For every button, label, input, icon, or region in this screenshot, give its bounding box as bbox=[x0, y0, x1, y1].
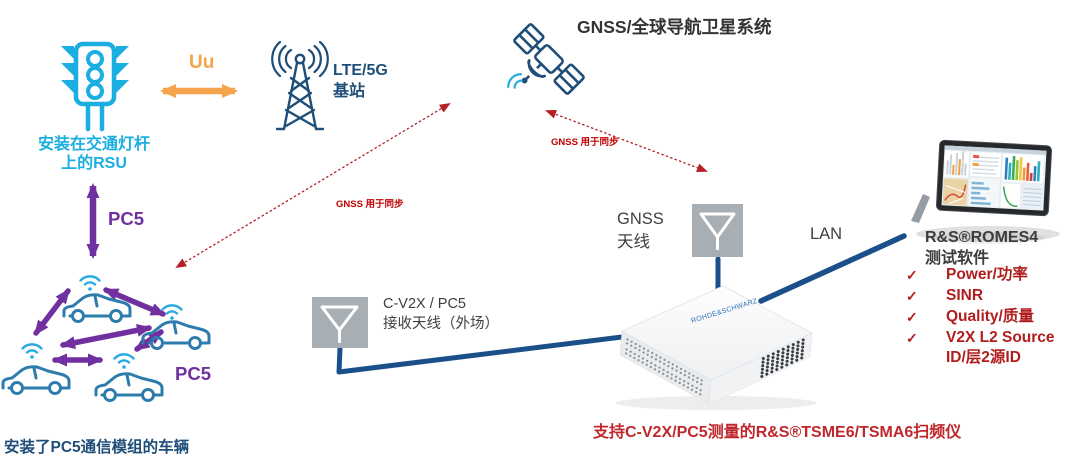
gnss-sync-label-right: GNSS 用于同步 bbox=[551, 137, 619, 148]
traffic-light-icon bbox=[61, 41, 129, 132]
lan-link-label: LAN bbox=[810, 225, 843, 243]
cv2x-antenna-icon bbox=[312, 297, 368, 348]
tablet-stand bbox=[911, 194, 930, 223]
car-icon bbox=[1, 365, 71, 395]
base-station-icon bbox=[271, 40, 329, 131]
feature-label: V2X L2 Source ID/层2源ID bbox=[946, 329, 1055, 366]
gnss-sync-link-right bbox=[545, 109, 708, 173]
rsu-label-line1: 安装在交通灯杆 bbox=[37, 136, 150, 153]
feature-label: Quality/质量 bbox=[946, 308, 1034, 325]
check-icon: ✓ bbox=[906, 267, 918, 283]
car-icon bbox=[94, 372, 164, 402]
gnss-antenna-label: GNSS 天线 bbox=[617, 208, 687, 254]
romes-title: R&S®ROMES4 测试软件 bbox=[925, 227, 1065, 269]
feature-row-v2x-id: ✓ V2X L2 Source ID/层2源ID bbox=[903, 328, 1059, 368]
feature-label: Power/功率 bbox=[946, 266, 1028, 283]
feature-row-sinr: ✓ SINR bbox=[903, 286, 1059, 306]
satellite-signal-waves bbox=[507, 73, 523, 89]
cv2x-antenna-label: C-V2X / PC5 接收天线（外场） bbox=[383, 294, 513, 334]
cv2x-antenna-label-line1: C-V2X / PC5 bbox=[383, 296, 466, 312]
gnss-sync-link-left bbox=[175, 102, 451, 269]
gnss-antenna-icon bbox=[692, 204, 743, 257]
romes-feature-list: ✓ Power/功率 ✓ SINR ✓ Quality/质量 ✓ V2X L2 … bbox=[903, 265, 1059, 369]
pc5-mesh-label: PC5 bbox=[175, 363, 211, 384]
rsu-label-line2: 上的RSU bbox=[61, 155, 127, 172]
gnss-sync-label-left: GNSS 用于同步 bbox=[336, 199, 404, 210]
tablet-bar-chart bbox=[1004, 155, 1041, 182]
feature-label: SINR bbox=[946, 287, 984, 304]
wifi-icon bbox=[79, 275, 101, 292]
wifi-icon bbox=[21, 343, 43, 360]
scanner-caption: 支持C-V2X/PC5测量的R&S®TSME6/TSMA6扫频仪 bbox=[593, 424, 962, 441]
check-icon: ✓ bbox=[906, 288, 918, 304]
pc5-rsu-link-label: PC5 bbox=[108, 208, 144, 229]
uu-link-label: Uu bbox=[189, 52, 215, 73]
rsu-label: 安装在交通灯杆 上的RSU bbox=[10, 135, 178, 173]
vehicle-mesh-caption: 安装了PC5通信模组的车辆 bbox=[4, 439, 190, 456]
base-station-label-line1: LTE/5G bbox=[333, 62, 388, 79]
feature-row-power: ✓ Power/功率 bbox=[903, 265, 1059, 285]
lan-cable bbox=[758, 233, 907, 304]
romes-title-line2: 测试软件 bbox=[925, 250, 990, 267]
gnss-antenna-label-line2: 天线 bbox=[617, 233, 650, 251]
wifi-icon bbox=[113, 353, 135, 370]
check-icon: ✓ bbox=[906, 309, 918, 325]
gnss-antenna-label-line1: GNSS bbox=[617, 210, 664, 228]
scanner-device: ROHDE&SCHWARZ bbox=[616, 285, 816, 410]
cv2x-antenna-cable bbox=[336, 333, 633, 375]
satellite-icon bbox=[507, 23, 585, 95]
base-station-label: LTE/5G 基站 bbox=[333, 60, 413, 102]
vehicle-mesh-arrows bbox=[33, 287, 166, 367]
feature-row-quality: ✓ Quality/质量 bbox=[903, 307, 1059, 327]
base-station-label-line2: 基站 bbox=[333, 83, 366, 100]
tablet-device bbox=[911, 139, 1060, 244]
satellite-title: GNSS/全球导航卫星系统 bbox=[577, 17, 772, 37]
romes-title-line1: R&S®ROMES4 bbox=[925, 229, 1039, 246]
cv2x-antenna-label-line2: 接收天线（外场） bbox=[383, 316, 499, 332]
check-icon: ✓ bbox=[906, 330, 918, 346]
